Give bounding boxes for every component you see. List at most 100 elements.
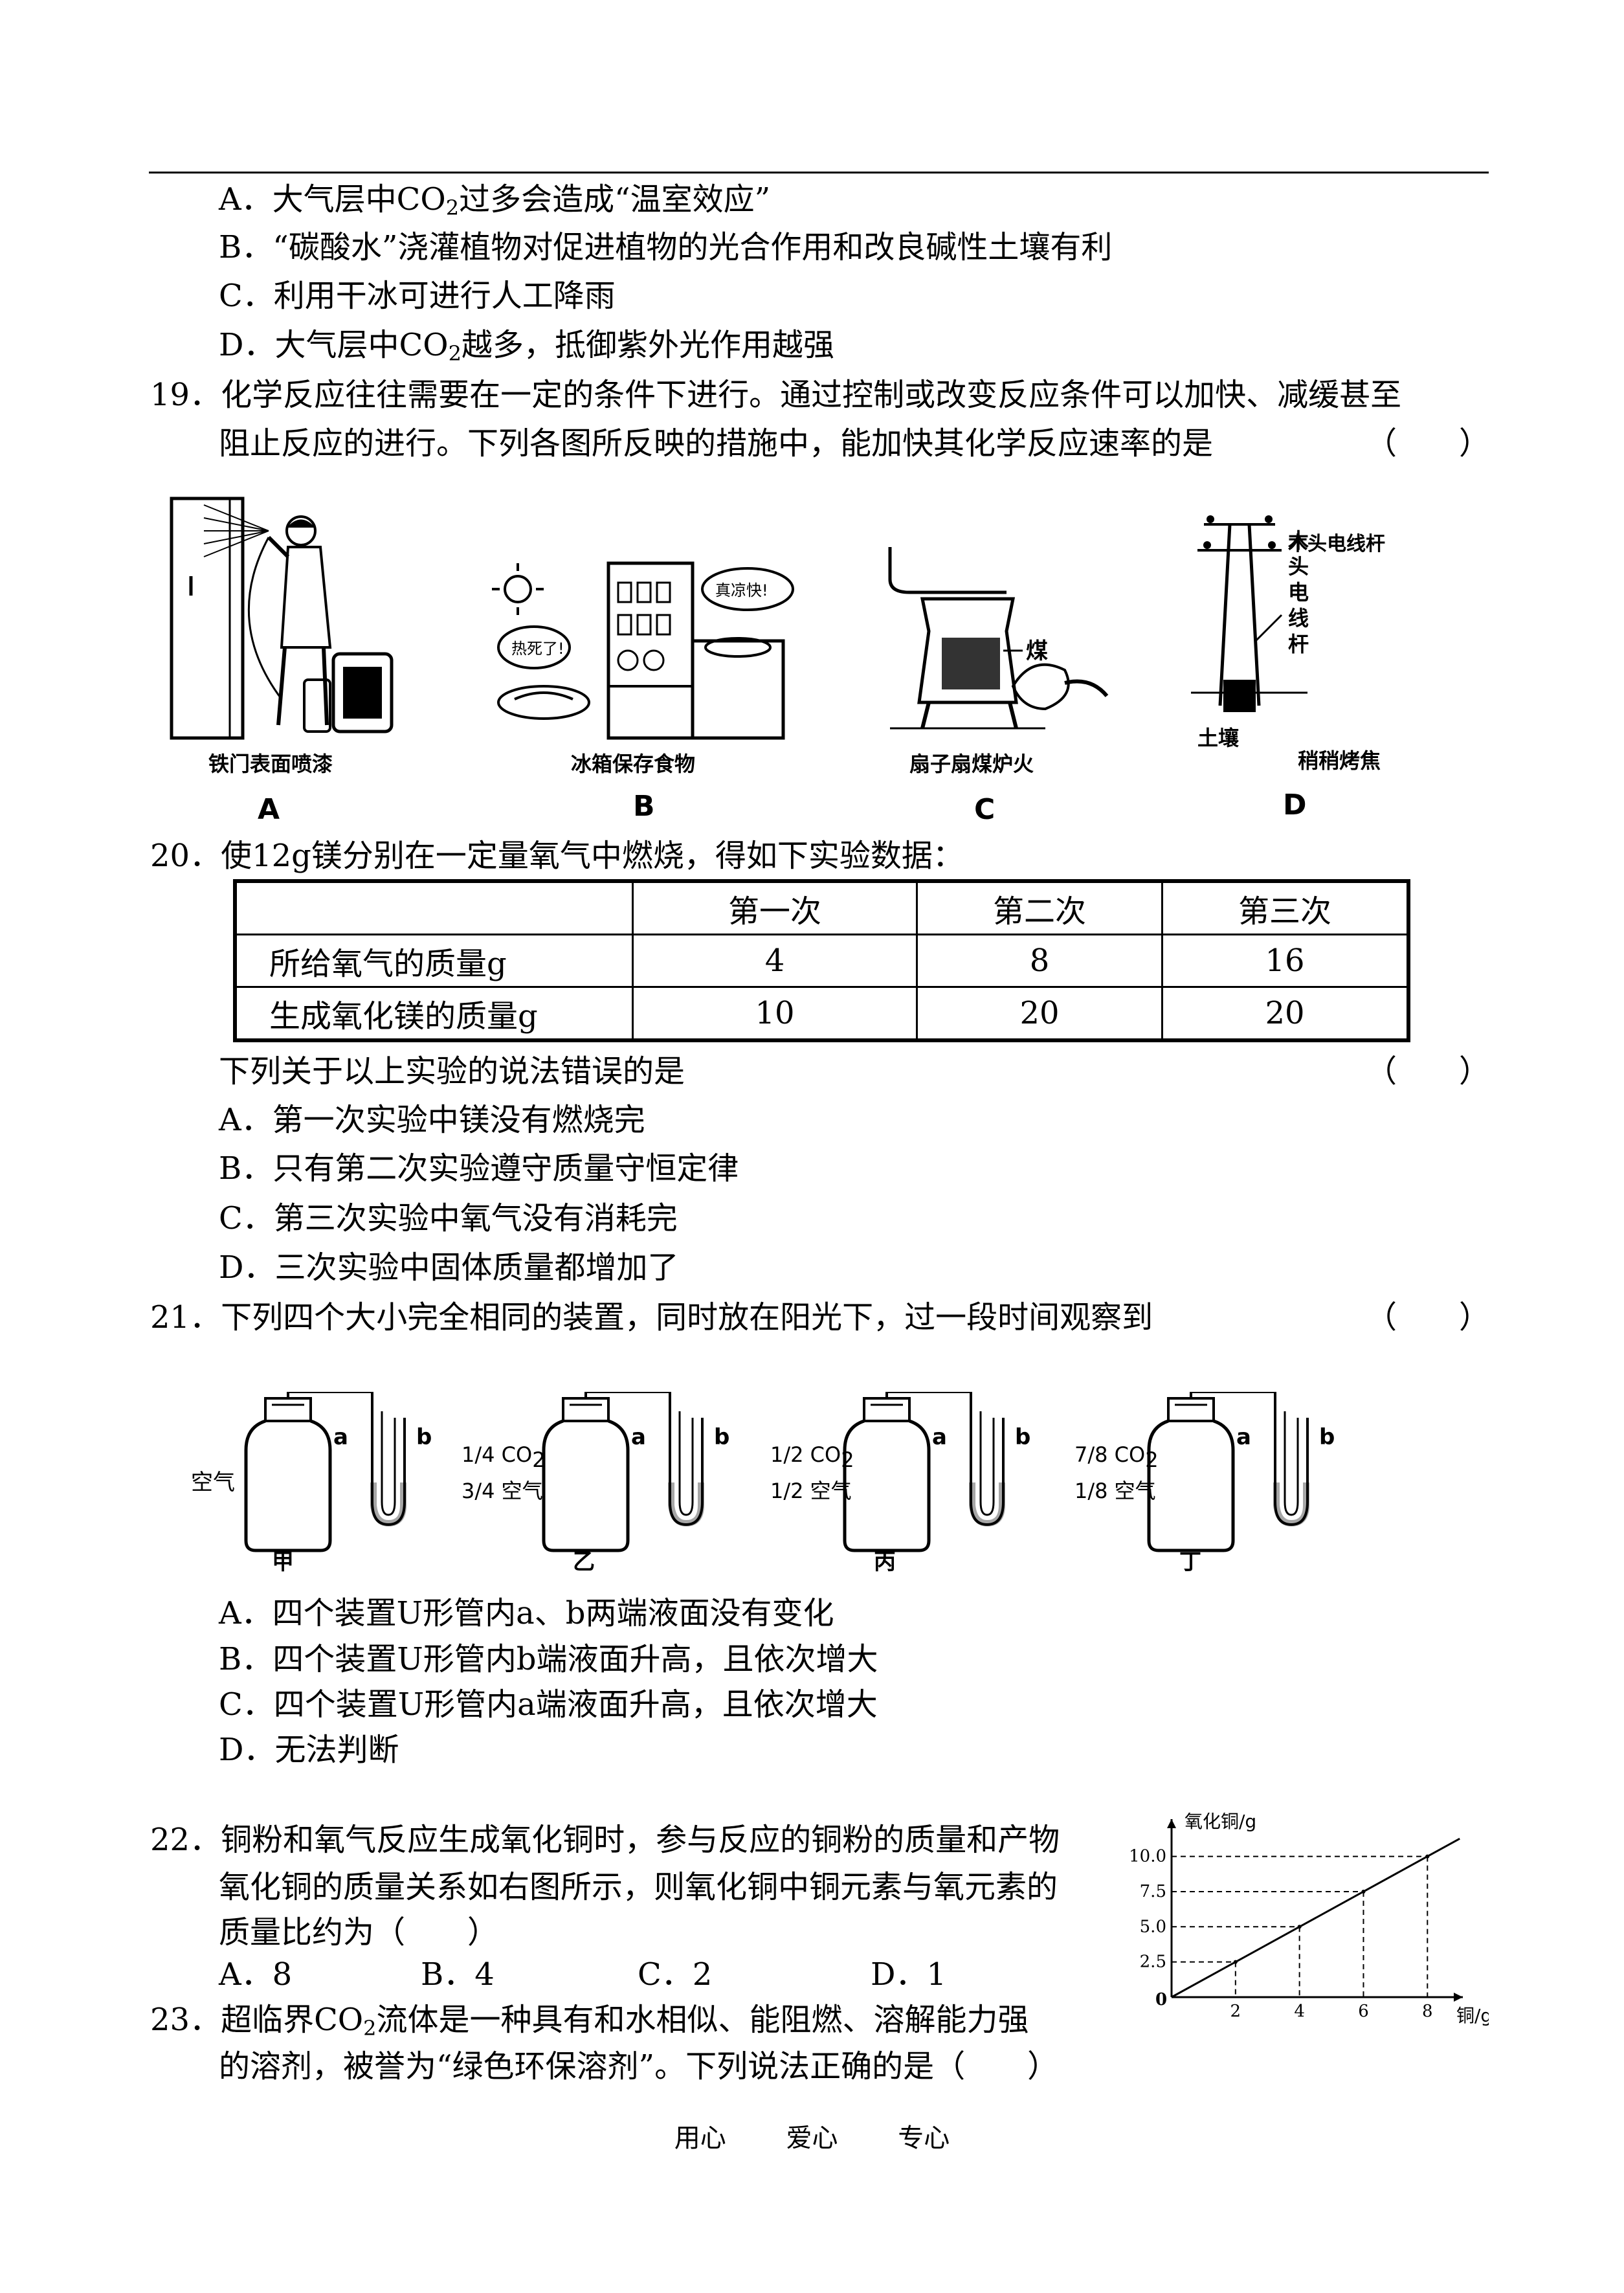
y-axis-arrow bbox=[1167, 1819, 1176, 1828]
figure-a-caption: 铁门表面喷漆 bbox=[208, 752, 333, 776]
q22-stem-line1: 22．铜粉和氧气反应生成氧化铜时，参与反应的铜粉的质量和产物 bbox=[150, 1822, 1060, 1858]
q18-option-a: A．大气层中CO2过多会造成“温室效应” bbox=[219, 181, 771, 220]
data-point bbox=[1361, 1889, 1366, 1894]
x-axis-arrow bbox=[1454, 1993, 1463, 2002]
figure-d-pole-label-vertical: 木头电线杆 bbox=[1288, 528, 1309, 656]
device-jia-end-b: b bbox=[416, 1424, 432, 1450]
device-ding-end-a: a bbox=[1236, 1424, 1251, 1450]
device-jia-name: 甲 bbox=[272, 1549, 294, 1575]
table-cell: 8 bbox=[916, 934, 1163, 988]
q21-option-c: C．四个装置U形管内a端液面升高，且依次增大 bbox=[219, 1686, 878, 1723]
y-tick-label: 2.5 bbox=[1140, 1952, 1166, 1972]
device-yi-gas2: 3/4 空气 bbox=[462, 1479, 543, 1503]
table-cell bbox=[234, 880, 634, 935]
data-point bbox=[1297, 1925, 1302, 1929]
data-point bbox=[1233, 1960, 1238, 1964]
q22-option-a: A．8 bbox=[219, 1956, 293, 1993]
figure-a-painting-door bbox=[170, 497, 394, 740]
q23-stem-line2: 的溶剂，被誉为“绿色环保溶剂”。下列说法正确的是（ ） bbox=[219, 2048, 1059, 2085]
x-tick-label: 4 bbox=[1294, 2002, 1305, 2021]
figure-c-caption: 扇子扇煤炉火 bbox=[909, 752, 1034, 776]
q21-answer-paren: （ ） bbox=[1366, 1299, 1491, 1336]
q19-answer-paren: （ ） bbox=[1366, 425, 1491, 462]
device-yi-end-a: a bbox=[631, 1424, 646, 1450]
q18-option-b: B．“碳酸水”浇灌植物对促进植物的光合作用和改良碱性土壤有利 bbox=[219, 229, 1113, 265]
table-row: 所给氧气的质量g 4 8 16 bbox=[234, 934, 1410, 988]
device-yi-end-b: b bbox=[714, 1424, 730, 1450]
q20-stem: 20．使12g镁分别在一定量氧气中燃烧，得如下实验数据： bbox=[150, 838, 964, 874]
bubble-cool-text: 真凉快! bbox=[715, 581, 768, 599]
q22-stem-line3: 质量比约为（ ） bbox=[219, 1914, 499, 1951]
table-cell: 16 bbox=[1161, 934, 1410, 988]
table-header-row: 第一次 第二次 第三次 bbox=[234, 880, 1410, 935]
device-bing-gas1: 1/2 CO2 bbox=[770, 1442, 854, 1472]
device-jia-gas: 空气 bbox=[191, 1470, 235, 1495]
q21-stem: 21．下列四个大小完全相同的装置，同时放在阳光下，过一段时间观察到 bbox=[150, 1299, 1153, 1336]
q20-answer-paren: （ ） bbox=[1366, 1053, 1491, 1090]
q22-stem-line2: 氧化铜的质量关系如右图所示，则氧化铜中铜元素与氧元素的 bbox=[219, 1869, 1058, 1905]
q22-copper-oxide-chart: 2 4 6 8 2.5 5.0 7.5 10.0 0 氧化铜/g 铜/g bbox=[1129, 1813, 1489, 2026]
device-ding-name: 丁 bbox=[1179, 1549, 1201, 1575]
device-ding-gas1: 7/8 CO2 bbox=[1074, 1442, 1159, 1472]
y-tick-label: 10.0 bbox=[1129, 1847, 1166, 1866]
q22-option-d: D．1 bbox=[871, 1956, 947, 1993]
device-yi-gas1: 1/4 CO2 bbox=[462, 1442, 546, 1472]
q20-option-c: C．第三次实验中氧气没有消耗完 bbox=[219, 1200, 678, 1236]
q22-option-b: B．4 bbox=[421, 1956, 495, 1993]
footer-word: 专心 bbox=[898, 2123, 950, 2153]
device-bing-end-a: a bbox=[932, 1424, 947, 1450]
figure-c-letter: C bbox=[974, 793, 996, 826]
q18-option-d: D．大气层中CO2越多，抵御紫外光作用越强 bbox=[219, 327, 834, 366]
figure-c-coal-stove: 煤 bbox=[888, 547, 1109, 730]
x-tick-label: 2 bbox=[1230, 2002, 1241, 2021]
figure-d-pole-label: 木头电线杆 bbox=[1287, 533, 1385, 555]
figure-d-caption: 稍稍烤焦 bbox=[1298, 748, 1381, 773]
q19-stem-line1: 19．化学反应往往需要在一定的条件下进行。通过控制或改变反应条件可以加快、减缓甚… bbox=[150, 377, 1402, 413]
table-cell: 20 bbox=[916, 986, 1163, 1042]
x-tick-label: 6 bbox=[1358, 2002, 1369, 2021]
data-point bbox=[1425, 1854, 1430, 1859]
bubble-hot-text: 热死了! bbox=[511, 640, 564, 658]
q20-option-a: A．第一次实验中镁没有燃烧完 bbox=[219, 1102, 645, 1138]
device-ding-end-b: b bbox=[1319, 1424, 1335, 1450]
figure-d-wooden-pole: 木头电线杆 bbox=[1191, 515, 1385, 712]
device-bing-gas2: 1/2 空气 bbox=[770, 1479, 852, 1503]
table-cell: 第二次 bbox=[916, 880, 1163, 935]
q20-option-d: D．三次实验中固体质量都增加了 bbox=[219, 1249, 679, 1286]
table-row: 生成氧化镁的质量g 10 20 20 bbox=[234, 986, 1410, 1042]
table-cell: 所给氧气的质量g bbox=[234, 934, 634, 988]
device-jia-end-a: a bbox=[333, 1424, 348, 1450]
footer-word: 用心 bbox=[674, 2123, 726, 2153]
table-cell: 10 bbox=[632, 986, 918, 1042]
q20-option-b: B．只有第二次实验遵守质量守恒定律 bbox=[219, 1150, 739, 1187]
q21-option-d: D．无法判断 bbox=[219, 1732, 399, 1768]
q20-question: 下列关于以上实验的说法错误的是 bbox=[219, 1053, 685, 1090]
figure-b-caption: 冰箱保存食物 bbox=[571, 752, 696, 776]
device-bing-name: 丙 bbox=[874, 1549, 896, 1575]
table-cell: 20 bbox=[1161, 986, 1410, 1042]
q21-option-b: B．四个装置U形管内b端液面升高，且依次增大 bbox=[219, 1641, 878, 1677]
series-line bbox=[1171, 1837, 1460, 1998]
x-tick-label: 8 bbox=[1422, 2002, 1433, 2021]
page-footer: 用心 爱心 专心 bbox=[0, 2117, 1624, 2154]
figure-d-letter: D bbox=[1283, 789, 1307, 822]
figure-b-letter: B bbox=[633, 790, 655, 823]
figure-a-letter: A bbox=[258, 793, 280, 826]
y-tick-label: 5.0 bbox=[1140, 1917, 1166, 1936]
footer-word: 爱心 bbox=[786, 2123, 838, 2153]
table-cell: 4 bbox=[632, 934, 918, 988]
device-yi-name: 乙 bbox=[573, 1549, 595, 1575]
q23-stem-line1: 23．超临界CO2流体是一种具有和水相似、能阻燃、溶解能力强 bbox=[150, 2002, 1029, 2041]
header-rule bbox=[149, 172, 1489, 173]
device-ding-gas2: 1/8 空气 bbox=[1074, 1479, 1156, 1503]
q18-option-c: C．利用干冰可进行人工降雨 bbox=[219, 278, 616, 314]
device-bing-end-b: b bbox=[1015, 1424, 1031, 1450]
y-axis-label: 氧化铜/g bbox=[1185, 1813, 1256, 1832]
y-tick-label: 7.5 bbox=[1140, 1882, 1166, 1901]
table-cell: 第三次 bbox=[1161, 880, 1410, 935]
q19-stem-line2: 阻止反应的进行。下列各图所反映的措施中，能加快其化学反应速率的是 bbox=[219, 425, 1214, 462]
q21-option-a: A．四个装置U形管内a、b两端液面没有变化 bbox=[219, 1595, 834, 1631]
table-cell: 第一次 bbox=[632, 880, 918, 935]
origin-label: 0 bbox=[1155, 1990, 1167, 2009]
x-axis-label: 铜/g bbox=[1456, 2005, 1489, 2026]
